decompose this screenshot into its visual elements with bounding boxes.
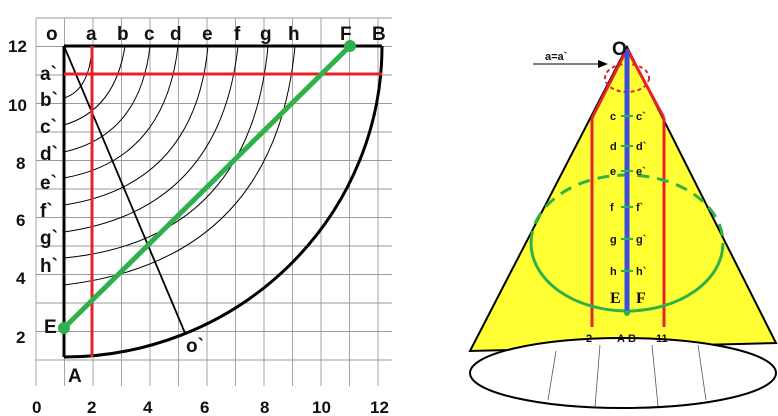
- axis-letter-g-prime: g`: [636, 234, 647, 246]
- grid: [35, 17, 392, 386]
- base-label-11: 11: [656, 333, 668, 345]
- generator-curves: [63, 45, 296, 286]
- axis-letter-e: e: [610, 166, 616, 178]
- label-e: e: [202, 24, 213, 45]
- axis-letter-f-prime: f`: [636, 202, 644, 214]
- base-label-B: B: [628, 333, 636, 345]
- label-c: c: [144, 24, 155, 45]
- label-b: b: [117, 24, 129, 45]
- y-tick-10: 10: [8, 96, 27, 115]
- axis-letter-e-prime: e`: [636, 166, 646, 178]
- label-f-prime: f`: [40, 201, 53, 222]
- y-tick-4: 4: [16, 269, 26, 288]
- label-A: A: [68, 366, 82, 387]
- annotation-arrowhead: [598, 60, 608, 68]
- radius-o-oprime: [63, 45, 186, 334]
- axis-letter-c-prime: c`: [636, 111, 646, 123]
- point-e-dot: [58, 322, 70, 334]
- label-F: F: [340, 24, 352, 45]
- label-c-prime: c`: [40, 117, 57, 138]
- axis-letter-d: d: [610, 141, 617, 153]
- y-tick-12: 12: [8, 37, 27, 56]
- axis-letter-g: g: [610, 234, 617, 246]
- label-a-prime: a`: [40, 64, 57, 85]
- cone-label-F: F: [636, 290, 646, 307]
- x-tick-8: 8: [260, 398, 269, 416]
- y-tick-6: 6: [16, 211, 25, 230]
- green-line-ef: [62, 44, 352, 330]
- annotation-a-eq-a: a=a`: [545, 51, 568, 63]
- base-label-A: A: [617, 333, 625, 345]
- label-o: o: [46, 24, 58, 45]
- label-g: g: [260, 24, 272, 45]
- label-E: E: [44, 317, 57, 338]
- x-tick-6: 6: [200, 398, 209, 416]
- label-f: f: [234, 24, 241, 45]
- development-arc: [63, 45, 384, 359]
- axis-dot: [624, 310, 630, 316]
- x-tick-12: 12: [370, 398, 389, 416]
- y-tick-8: 8: [16, 154, 25, 173]
- cone-surface: [468, 44, 778, 353]
- label-B: B: [372, 24, 386, 45]
- red-edge-right: [625, 48, 666, 119]
- x-origin-label: 0: [32, 398, 41, 416]
- red-edge-left: [590, 48, 629, 119]
- label-d-prime: d`: [40, 144, 58, 165]
- base-generators: [547, 344, 707, 408]
- apex-label: O: [612, 39, 627, 60]
- axis-letter-h-prime: h`: [636, 266, 647, 278]
- x-tick-2: 2: [87, 398, 96, 416]
- label-g-prime: g`: [40, 228, 58, 249]
- label-e-prime: e`: [40, 173, 57, 194]
- y-tick-2: 2: [16, 328, 25, 347]
- point-f-dot: [344, 40, 356, 52]
- axis-letter-d-prime: d`: [636, 141, 647, 153]
- base-label-2: 2: [586, 333, 592, 345]
- axis-letters: c c` d d` e e` f f` g g` h h`: [610, 111, 647, 278]
- x-tick-10: 10: [312, 398, 331, 416]
- label-o-prime: o`: [186, 336, 204, 357]
- label-d: d: [170, 24, 182, 45]
- label-h: h: [288, 24, 300, 45]
- axis-letter-f: f: [610, 202, 614, 214]
- x-tick-4: 4: [143, 398, 153, 416]
- cone-label-E: E: [610, 290, 621, 307]
- cone-diagram: O a=a` c c` d d` e e` f f` g g` h h`: [468, 39, 778, 409]
- axis-letter-h: h: [610, 266, 617, 278]
- label-b-prime: b`: [40, 90, 58, 111]
- label-h-prime: h`: [40, 256, 58, 277]
- cone-base: [469, 337, 777, 409]
- axis-letter-c: c: [610, 111, 616, 123]
- label-a: a: [86, 24, 97, 45]
- development-diagram: 0 2 4 6 8 10 12 12 10 8 6 4 2 o a b c d …: [8, 17, 392, 416]
